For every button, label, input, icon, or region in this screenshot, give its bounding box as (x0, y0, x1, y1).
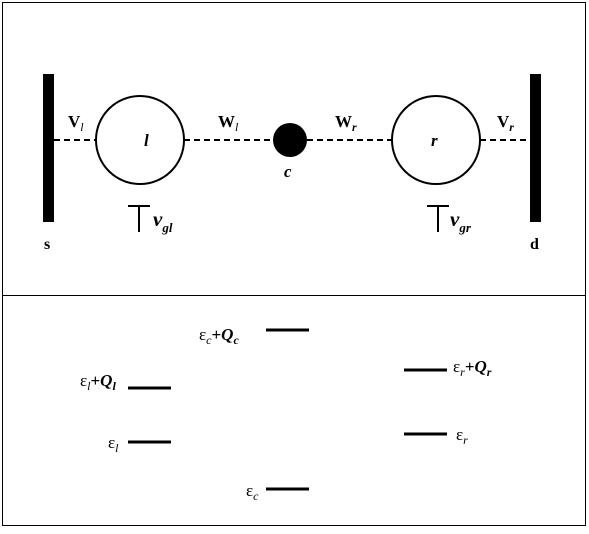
dot-left-circle (95, 95, 185, 185)
bottom-panel-frame (2, 295, 586, 526)
lead-source-bar (43, 74, 54, 222)
level-left-lower-label: εl (108, 433, 119, 455)
dot-center-label: c (284, 162, 292, 181)
coupling-left-center-label: Wl (218, 112, 239, 134)
gate-left-label: vgl (153, 207, 173, 235)
gate-right-label: vgr (450, 207, 472, 235)
lead-drain-label: d (530, 236, 539, 253)
dot-center-filled (273, 123, 307, 157)
level-right-upper-label: εr+Qr (453, 357, 492, 379)
lead-drain-bar (530, 74, 541, 222)
coupling-center-right-label: Wr (335, 112, 357, 134)
dot-left-label: l (144, 131, 149, 150)
level-center-upper-label: εc+Qc (199, 325, 239, 347)
gate-right-symbol (427, 205, 449, 232)
coupling-right-lead-label: Vr (497, 112, 514, 134)
dot-right-label: r (431, 131, 438, 150)
coupling-left-lead-label: Vl (68, 112, 84, 134)
dot-right-circle (391, 95, 481, 185)
level-left-upper-label: εl+Ql (80, 371, 116, 393)
level-right-lower-label: εr (456, 425, 468, 447)
gate-left-symbol (128, 205, 150, 232)
lead-source-label: s (44, 236, 50, 253)
level-center-lower-label: εc (246, 481, 259, 503)
